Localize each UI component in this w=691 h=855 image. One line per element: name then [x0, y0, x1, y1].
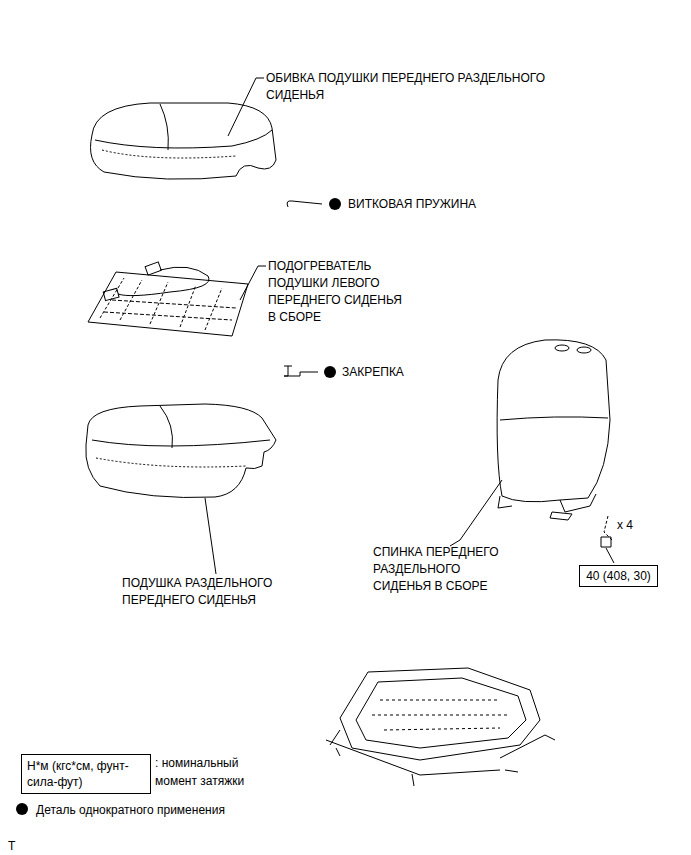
seat-frame	[326, 668, 555, 786]
leader-line	[606, 548, 614, 563]
part-name: ПОДУШКА РАЗДЕЛЬНОГО ПЕРЕДНЕГО СИДЕНЬЯ	[122, 575, 287, 609]
leader-line	[205, 498, 216, 574]
part-name: ВИТКОВАЯ ПРУЖИНА	[348, 196, 548, 213]
seatback	[497, 340, 612, 547]
legend-text: Деталь однократного применения	[36, 801, 336, 819]
leader-line	[240, 266, 266, 300]
torque-value: 40 (408, 30)	[586, 568, 651, 584]
legend-text: : номинальный момент затяжки	[155, 754, 265, 790]
coil-spring-symbol	[287, 198, 341, 210]
part-name: СПИНКА ПЕРЕДНЕГО РАЗДЕЛЬНОГО СИДЕНЬЯ В С…	[373, 544, 513, 595]
torque-unit: Н*м (кгс*см, фунт-сила-фут)	[27, 758, 145, 790]
figure-mark: T	[8, 838, 28, 855]
torque-box: 40 (408, 30)	[579, 565, 658, 587]
part-name: ЗАКРЕПКА	[342, 364, 462, 381]
seat-heater	[88, 262, 248, 336]
legend-unit-box: Н*м (кгс*см, фунт-сила-фут)	[21, 754, 151, 794]
legend-marker	[16, 803, 28, 815]
quantity-label: x 4	[617, 517, 657, 534]
part-name: ПОДОГРЕВАТЕЛЬ ПОДУШКИ ЛЕВОГО ПЕРЕДНЕГО С…	[268, 258, 410, 326]
part-name: ОБИВКА ПОДУШКИ ПЕРЕДНЕГО РАЗДЕЛЬНОГО СИД…	[266, 70, 576, 104]
leader-line	[228, 78, 264, 136]
cushion-cover	[91, 103, 277, 179]
clip-symbol	[284, 366, 336, 378]
leader-line	[450, 480, 502, 546]
cushion-pad	[86, 404, 276, 498]
